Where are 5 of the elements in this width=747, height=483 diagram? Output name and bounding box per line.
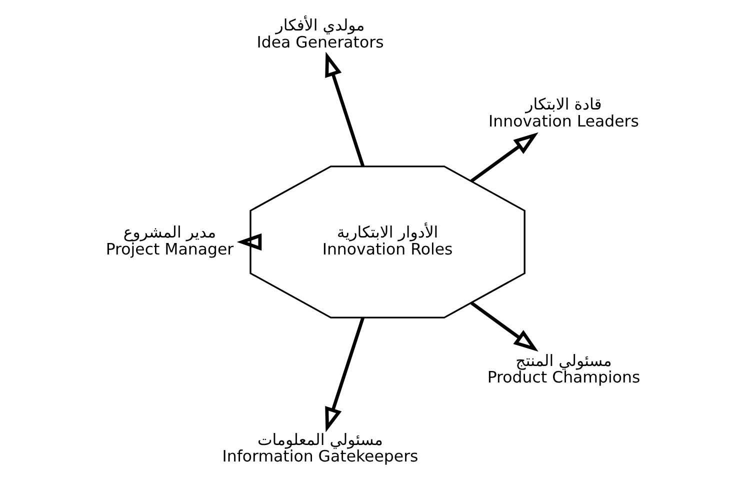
arrow	[470, 132, 538, 182]
arrow	[325, 51, 365, 166]
arrow	[470, 301, 538, 352]
arrow	[236, 232, 262, 250]
arrow	[325, 316, 365, 432]
